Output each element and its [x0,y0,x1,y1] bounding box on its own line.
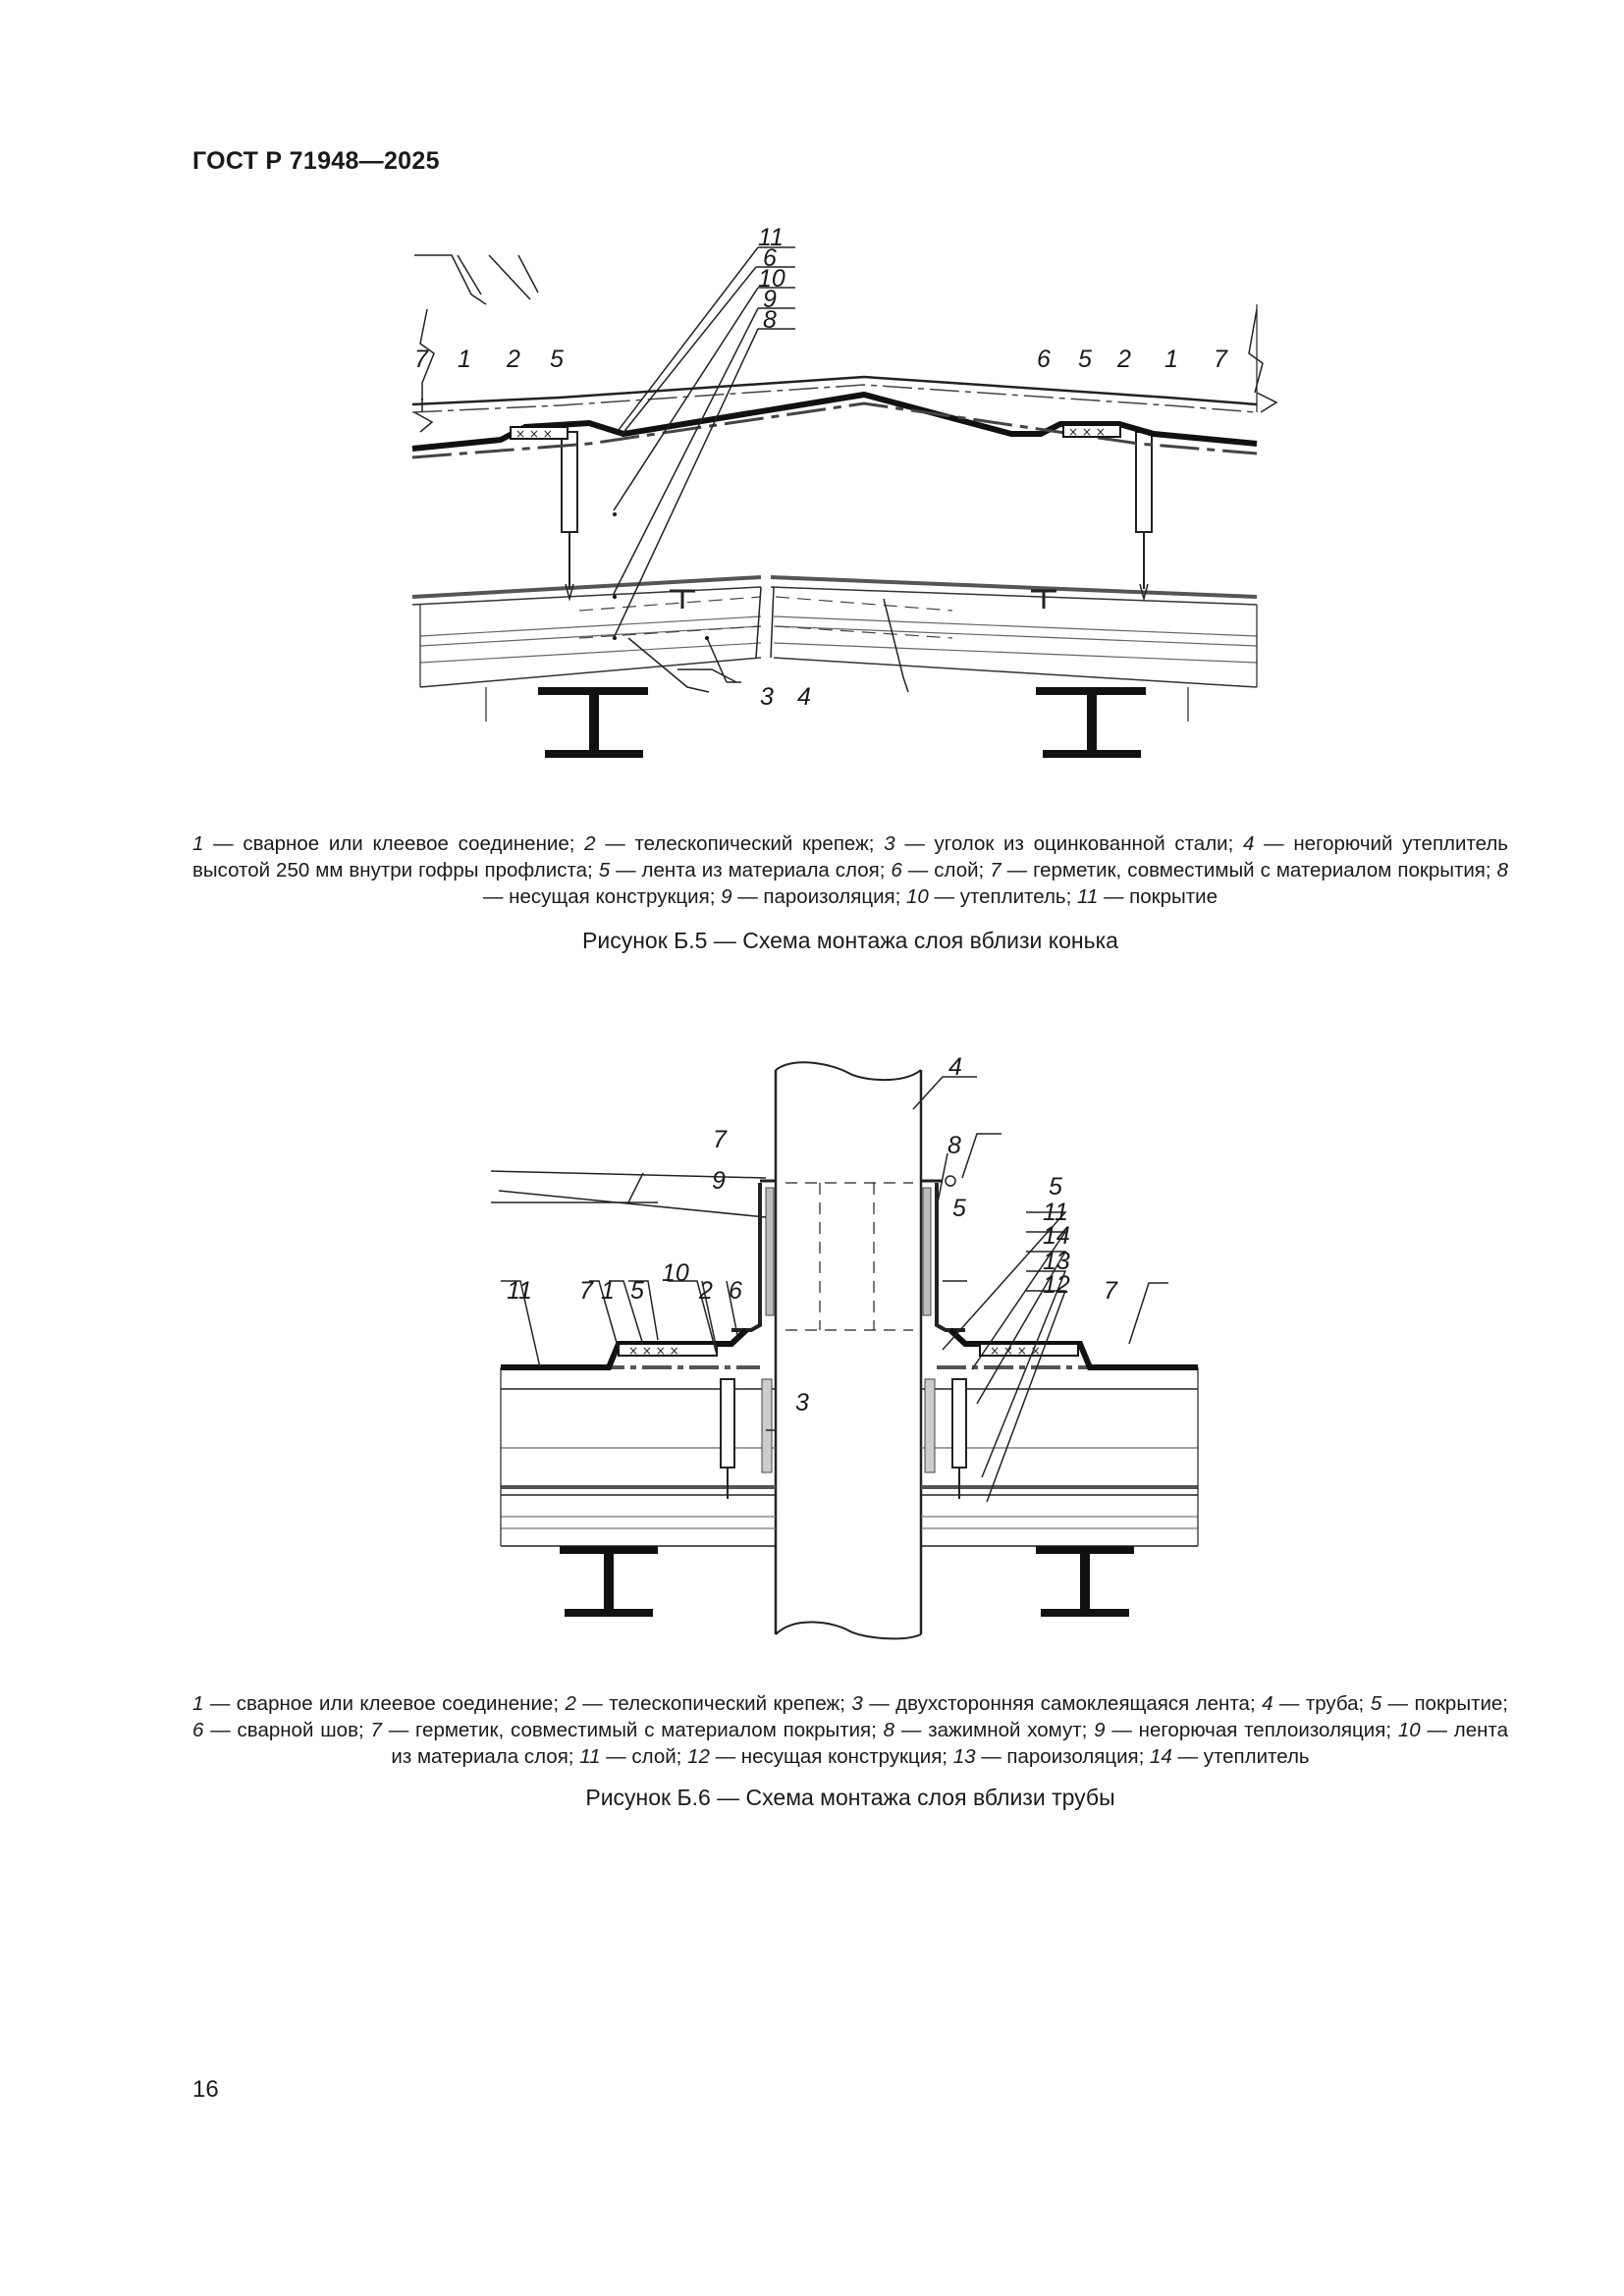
label-left-1: 1 [458,346,471,373]
legend-item-text: — несущая конструкция; [482,885,722,908]
legend-item-text: — уголок из оцинкованной стали; [894,832,1244,855]
legend-item-number: 6 [891,859,902,881]
label-right-6: 6 [1037,346,1051,373]
legend-item-text: — лента из материала слоя; [391,1719,1509,1768]
legend-item-number: 8 [1496,859,1508,881]
svg-text:× × × ×: × × × × [990,1344,1041,1358]
legend-item-text: — слой; [600,1745,688,1768]
page-number: 16 [192,2076,219,2103]
legend-item-text: — сварной шов; [203,1719,371,1741]
legend-item-text: — негорючая теплоизоляция; [1105,1719,1398,1741]
legend-item-text: — телескопический крепеж; [595,832,885,855]
figure-b5-legend: 1 — сварное или клеевое соединение; 2 — … [192,830,1508,910]
legend-item-number: 7 [370,1719,382,1741]
legend-item-text: — зажимной хомут; [894,1719,1095,1741]
label-left-6: 6 [729,1277,742,1305]
legend-item-number: 2 [565,1692,576,1715]
label-9: 9 [712,1167,726,1195]
label-left-2: 2 [699,1277,713,1305]
legend-item-text: — герметик, совместимый с материалом пок… [381,1719,884,1741]
legend-item-number: 7 [990,859,1001,881]
label-right-1: 1 [1164,346,1178,373]
label-6: 6 [763,244,777,272]
figure-b5-caption: Рисунок Б.5 — Схема монтажа слоя вблизи … [582,928,1118,953]
legend-item-number: 1 [192,1692,204,1715]
label-right-12: 12 [1043,1271,1070,1299]
svg-text:× × × ×: × × × × [628,1344,679,1358]
legend-item-number: 1 [192,832,204,855]
figure-b6-caption: Рисунок Б.6 — Схема монтажа слоя вблизи … [585,1785,1115,1810]
label-left-7: 7 [579,1277,593,1305]
label-4: 4 [797,683,811,711]
figure-b6-drawing: × × × × × × × × [481,1055,1208,1683]
label-right-14: 14 [1043,1222,1070,1250]
legend-item-number: 9 [721,885,732,908]
label-right-11: 11 [1043,1199,1068,1226]
legend-item-number: 10 [906,885,929,908]
label-right-2: 2 [1117,346,1131,373]
legend-item-number: 4 [1262,1692,1273,1715]
label-5: 5 [952,1195,966,1222]
legend-item-number: 14 [1150,1745,1172,1768]
legend-item-text: — утеплитель; [928,885,1077,908]
legend-item-text: — негорючий утеплитель высотой 250 мм вн… [192,832,1508,881]
label-left-10: 10 [662,1259,689,1287]
label-3: 3 [760,683,774,711]
label-right-13: 13 [1043,1248,1070,1275]
document-header: ГОСТ Р 71948—2025 [192,147,440,175]
label-10: 10 [758,265,785,293]
pipe-section-drawing: × × × × × × × × [490,1061,1199,1640]
legend-item-number: 8 [883,1719,895,1741]
label-right-7: 7 [1104,1277,1117,1305]
legend-item-text: — телескопический крепеж; [575,1692,852,1715]
legend-item-number: 3 [884,832,895,855]
label-left-1: 1 [601,1277,615,1305]
legend-item-number: 5 [598,859,611,881]
label-7: 7 [713,1126,727,1153]
svg-text:× × ×: × × × [1068,425,1106,439]
legend-item-number: 6 [192,1719,204,1741]
label-left-5: 5 [630,1277,644,1305]
legend-item-text: — сварное или клеевое соединение; [203,832,585,855]
legend-item-number: 4 [1243,832,1255,855]
legend-item-text: — сварное или клеевое соединение; [203,1692,566,1715]
legend-item-text: — пароизоляция; [731,885,907,908]
legend-item-number: 3 [851,1692,863,1715]
legend-item-number: 13 [952,1745,976,1768]
legend-item-text: — труба; [1272,1692,1371,1715]
legend-item-text: — несущая конструкция; [709,1745,953,1768]
label-11: 11 [758,224,784,251]
label-right-5: 5 [1049,1173,1062,1201]
label-right-7: 7 [1214,346,1227,373]
legend-item-number: 11 [1076,885,1099,908]
label-8: 8 [763,306,777,334]
legend-item-number: 9 [1094,1719,1106,1741]
legend-item-number: 12 [687,1745,710,1768]
legend-item-text: — покрытие [1098,885,1218,908]
label-left-7: 7 [414,346,428,373]
label-8: 8 [947,1132,961,1159]
legend-item-text: — герметик, совместимый с материалом пок… [1001,859,1497,881]
label-left-2: 2 [507,346,520,373]
ridge-section-drawing: × × × × × × [411,246,1278,758]
label-right-5: 5 [1078,346,1092,373]
legend-item-number: 10 [1397,1719,1421,1741]
legend-item-text: — утеплитель [1171,1745,1310,1768]
legend-item-text: — пароизоляция; [975,1745,1151,1768]
legend-item-number: 11 [579,1745,601,1768]
figure-b5-drawing: × × × × × × [393,226,1306,805]
label-3: 3 [795,1389,809,1416]
label-4: 4 [948,1053,962,1081]
legend-item-text: — двухсторонняя самоклеящаяся лента; [862,1692,1263,1715]
legend-item-number: 2 [584,832,596,855]
legend-item-text: — слой; [901,859,991,881]
figure-b6-legend: 1 — сварное или клеевое соединение; 2 — … [192,1690,1508,1770]
label-left-11: 11 [507,1277,532,1305]
label-9: 9 [763,286,777,313]
legend-item-number: 5 [1370,1692,1382,1715]
label-left-5: 5 [550,346,564,373]
legend-item-text: — покрытие; [1381,1692,1509,1715]
svg-text:× × ×: × × × [515,427,553,441]
legend-item-text: — лента из материала слоя; [610,859,892,881]
